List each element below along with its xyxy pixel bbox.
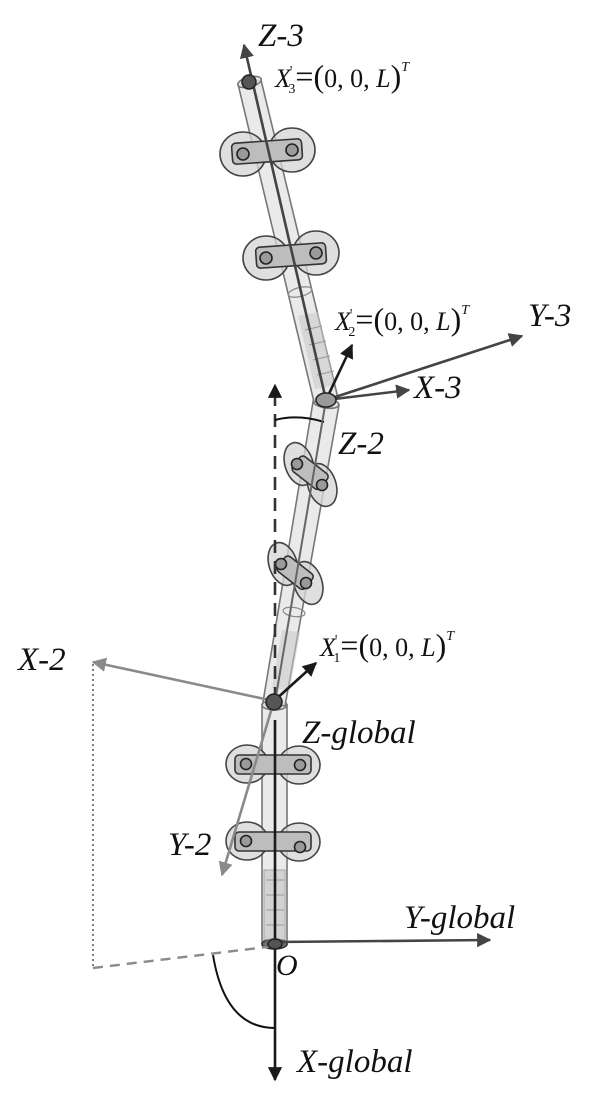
tip-position-formula: X'3=(0, 0, L)T: [274, 58, 410, 97]
x2-label: X-2: [16, 642, 66, 678]
y-global-label: Y-global: [404, 900, 515, 936]
joint1-position-formula: X'1=(0, 0, L)T: [319, 627, 455, 666]
joint2-position-formula: X'2=(0, 0, L)T: [334, 301, 470, 340]
y2-label: Y-2: [168, 827, 211, 863]
joint-origin: [267, 938, 283, 950]
joint-1: [265, 693, 283, 711]
x2-axis: [91, 657, 275, 703]
z3-axis: [239, 43, 328, 401]
z2-label: Z-2: [338, 426, 384, 462]
clamp-top-2: [242, 230, 340, 281]
z3-label: Z-3: [258, 18, 304, 54]
y3-axis: [325, 333, 524, 402]
x-global-label: X-global: [295, 1044, 412, 1080]
joint-tip: [241, 74, 257, 90]
x3-label: X-3: [412, 370, 462, 406]
clamp-mid-1: [283, 441, 338, 508]
x2-prime-vector: [324, 343, 354, 401]
y2-axis: [218, 700, 276, 877]
x2-ground-projection-dashed: [92, 944, 276, 970]
yaw-angle-arc: [212, 954, 276, 1029]
y-global-axis: [274, 932, 492, 948]
clamp-top-1: [219, 127, 316, 177]
tilt-angle-arc: [274, 416, 325, 423]
z-global-label: Z-global: [302, 715, 416, 751]
joint-2: [315, 392, 337, 408]
segment-2-axis: [274, 399, 327, 703]
y3-label: Y-3: [528, 298, 571, 334]
x1-prime-vector: [273, 662, 318, 702]
x3-axis: [325, 384, 411, 402]
origin-label: O: [276, 949, 298, 982]
clamp-bottom-2: [225, 821, 321, 862]
